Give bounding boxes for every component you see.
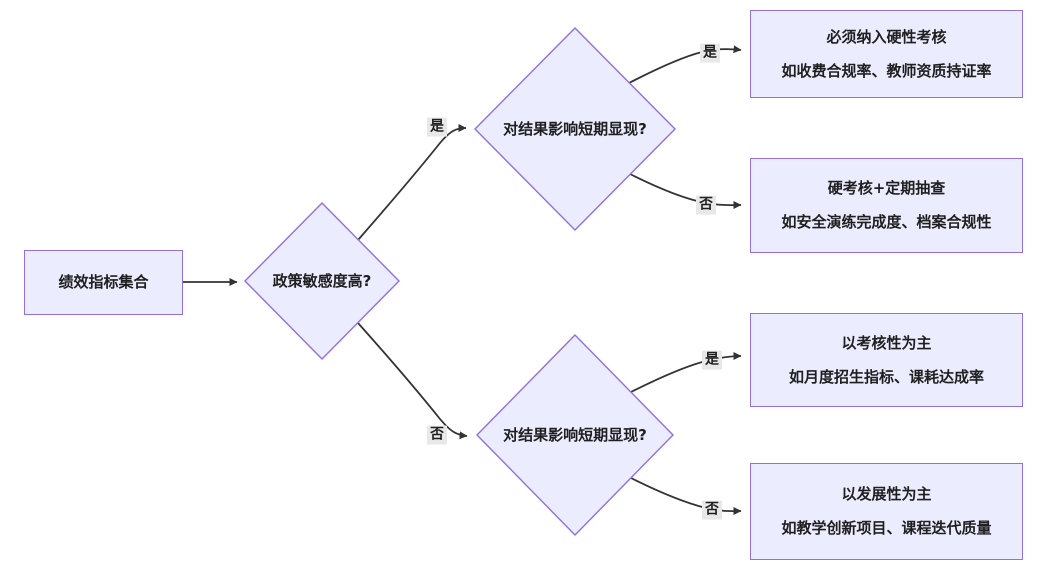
edge-decision1-no [357, 322, 468, 440]
result4-line1: 以发展性为主 [841, 485, 932, 504]
decision1-diamond-shape [244, 202, 400, 360]
decision2-diamond-shape [474, 27, 676, 231]
edge-decision1-yes [357, 124, 467, 241]
edge-label-decision2-no: 否 [696, 195, 716, 215]
edge-decision3-no [630, 477, 742, 516]
result-box-1: 必须纳入硬性考核 如收费合规率、教师资质持证率 [750, 10, 1023, 98]
result1-line2: 如收费合规率、教师资质持证率 [781, 61, 992, 80]
result3-line1: 以考核性为主 [841, 333, 932, 352]
edge-decision2-yes [628, 45, 742, 84]
result2-line1: 硬考核+定期抽查 [827, 179, 946, 198]
start-node-label: 绩效指标集合 [58, 273, 149, 292]
result-box-4: 以发展性为主 如教学创新项目、课程迭代质量 [750, 463, 1023, 560]
edge-label-decision2-yes: 是 [700, 43, 720, 63]
edge-label-decision3-no: 否 [702, 500, 722, 520]
edge-label-decision1-no: 否 [427, 425, 447, 445]
result3-line2: 如月度招生指标、课耗达成率 [788, 367, 984, 386]
result1-line1: 必须纳入硬性考核 [826, 27, 947, 46]
edge-label-decision1-yes: 是 [427, 117, 447, 137]
edge-decision3-yes [630, 352, 742, 393]
result-box-2: 硬考核+定期抽查 如安全演练完成度、档案合规性 [750, 158, 1023, 253]
decision3-diamond-shape [476, 333, 674, 537]
edge-decision2-no [629, 173, 742, 210]
result2-line2: 如安全演练完成度、档案合规性 [781, 213, 992, 231]
edge-label-decision3-yes: 是 [702, 350, 722, 370]
start-node: 绩效指标集合 [24, 250, 183, 315]
result4-line2: 如教学创新项目、课程迭代质量 [781, 519, 992, 537]
result-box-3: 以考核性为主 如月度招生指标、课耗达成率 [750, 313, 1023, 407]
